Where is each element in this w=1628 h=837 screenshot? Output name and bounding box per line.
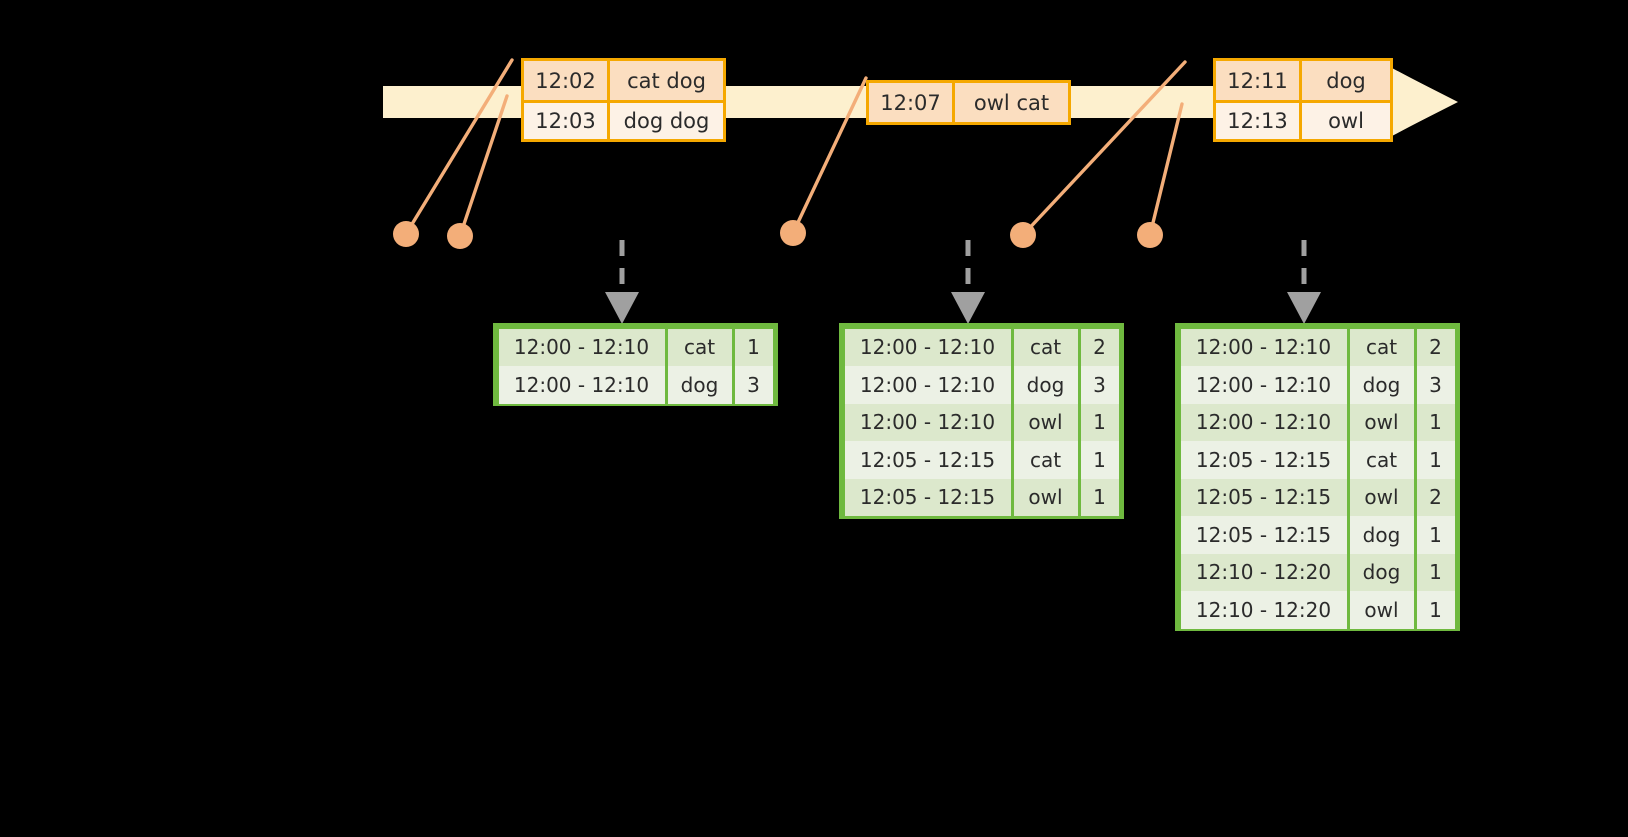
window-cell: 12:00 - 12:10 [844, 366, 1011, 404]
table-row: 12:00 - 12:10 dog 3 [1179, 365, 1456, 404]
key-cell: dog [1349, 516, 1414, 554]
table-row: 12:10 - 12:20 owl 1 [1179, 590, 1456, 629]
event-row: 12:07 owl cat [869, 83, 1068, 122]
window-cell: 12:00 - 12:10 [498, 328, 665, 366]
table-row: 12:00 - 12:10 cat 2 [843, 327, 1120, 366]
event-text: owl cat [955, 83, 1068, 122]
count-cell: 2 [1416, 478, 1455, 516]
count-cell: 1 [1416, 516, 1455, 554]
table-row: 12:00 - 12:10 owl 1 [1179, 402, 1456, 441]
key-cell: owl [1013, 478, 1078, 516]
event-group-1: 12:02 cat dog 12:03 dog dog [521, 58, 726, 142]
count-cell: 1 [1080, 403, 1119, 441]
connector-dot-1 [393, 221, 419, 247]
table-row: 12:05 - 12:15 dog 1 [1179, 515, 1456, 554]
connector-line-3 [791, 76, 868, 235]
event-time: 12:03 [524, 103, 610, 139]
event-row: 12:03 dog dog [524, 100, 723, 139]
key-cell: dog [1349, 553, 1414, 591]
window-cell: 12:00 - 12:10 [844, 403, 1011, 441]
count-cell: 3 [734, 366, 773, 404]
result-table-3: 12:00 - 12:10 cat 2 12:00 - 12:10 dog 3 … [1175, 323, 1460, 631]
key-cell: owl [1013, 403, 1078, 441]
count-cell: 2 [1080, 328, 1119, 366]
key-cell: cat [1013, 328, 1078, 366]
count-cell: 1 [1416, 591, 1455, 629]
window-cell: 12:05 - 12:15 [1180, 478, 1347, 516]
table-row: 12:00 - 12:10 dog 3 [497, 365, 774, 404]
connector-dot-2 [447, 223, 473, 249]
count-cell: 2 [1416, 328, 1455, 366]
connector-line-1 [404, 58, 514, 236]
connector-dot-3 [780, 220, 806, 246]
event-text: cat dog [610, 61, 723, 100]
key-cell: cat [1013, 441, 1078, 479]
event-time: 12:07 [869, 83, 955, 122]
event-time: 12:11 [1216, 61, 1302, 100]
key-cell: dog [667, 366, 732, 404]
key-cell: owl [1349, 403, 1414, 441]
table-row: 12:10 - 12:20 dog 1 [1179, 552, 1456, 591]
window-cell: 12:05 - 12:15 [1180, 516, 1347, 554]
table-row: 12:00 - 12:10 owl 1 [843, 402, 1120, 441]
window-cell: 12:05 - 12:15 [844, 478, 1011, 516]
window-cell: 12:05 - 12:15 [844, 441, 1011, 479]
event-text: owl [1302, 103, 1390, 139]
event-time: 12:13 [1216, 103, 1302, 139]
table-row: 12:00 - 12:10 dog 3 [843, 365, 1120, 404]
count-cell: 1 [1080, 478, 1119, 516]
table-row: 12:00 - 12:10 cat 2 [1179, 327, 1456, 366]
connector-dot-4 [1010, 222, 1036, 248]
event-group-3: 12:11 dog 12:13 owl [1213, 58, 1393, 142]
table-row: 12:05 - 12:15 cat 1 [843, 440, 1120, 479]
key-cell: cat [667, 328, 732, 366]
connector-line-5 [1148, 102, 1184, 237]
count-cell: 1 [1416, 441, 1455, 479]
key-cell: cat [1349, 441, 1414, 479]
window-cell: 12:10 - 12:20 [1180, 591, 1347, 629]
count-cell: 3 [1416, 366, 1455, 404]
event-text: dog dog [610, 103, 723, 139]
window-cell: 12:00 - 12:10 [844, 328, 1011, 366]
result-table-1: 12:00 - 12:10 cat 1 12:00 - 12:10 dog 3 [493, 323, 778, 406]
event-text: dog [1302, 61, 1390, 100]
window-cell: 12:05 - 12:15 [1180, 441, 1347, 479]
window-cell: 12:00 - 12:10 [1180, 328, 1347, 366]
key-cell: cat [1349, 328, 1414, 366]
result-table-2: 12:00 - 12:10 cat 2 12:00 - 12:10 dog 3 … [839, 323, 1124, 519]
table-row: 12:05 - 12:15 owl 2 [1179, 477, 1456, 516]
window-cell: 12:00 - 12:10 [1180, 403, 1347, 441]
count-cell: 1 [1416, 403, 1455, 441]
key-cell: dog [1349, 366, 1414, 404]
event-group-2: 12:07 owl cat [866, 80, 1071, 125]
window-cell: 12:00 - 12:10 [1180, 366, 1347, 404]
count-cell: 1 [1416, 553, 1455, 591]
event-row: 12:13 owl [1216, 100, 1390, 139]
count-cell: 1 [1080, 441, 1119, 479]
connector-line-2 [458, 94, 509, 238]
count-cell: 3 [1080, 366, 1119, 404]
connector-dot-5 [1137, 222, 1163, 248]
event-row: 12:02 cat dog [524, 61, 723, 100]
key-cell: owl [1349, 591, 1414, 629]
window-cell: 12:00 - 12:10 [498, 366, 665, 404]
key-cell: dog [1013, 366, 1078, 404]
event-row: 12:11 dog [1216, 61, 1390, 100]
key-cell: owl [1349, 478, 1414, 516]
event-time: 12:02 [524, 61, 610, 100]
flow-arrows [605, 240, 1321, 324]
count-cell: 1 [734, 328, 773, 366]
table-row: 12:00 - 12:10 cat 1 [497, 327, 774, 366]
window-cell: 12:10 - 12:20 [1180, 553, 1347, 591]
table-row: 12:05 - 12:15 cat 1 [1179, 440, 1456, 479]
table-row: 12:05 - 12:15 owl 1 [843, 477, 1120, 516]
